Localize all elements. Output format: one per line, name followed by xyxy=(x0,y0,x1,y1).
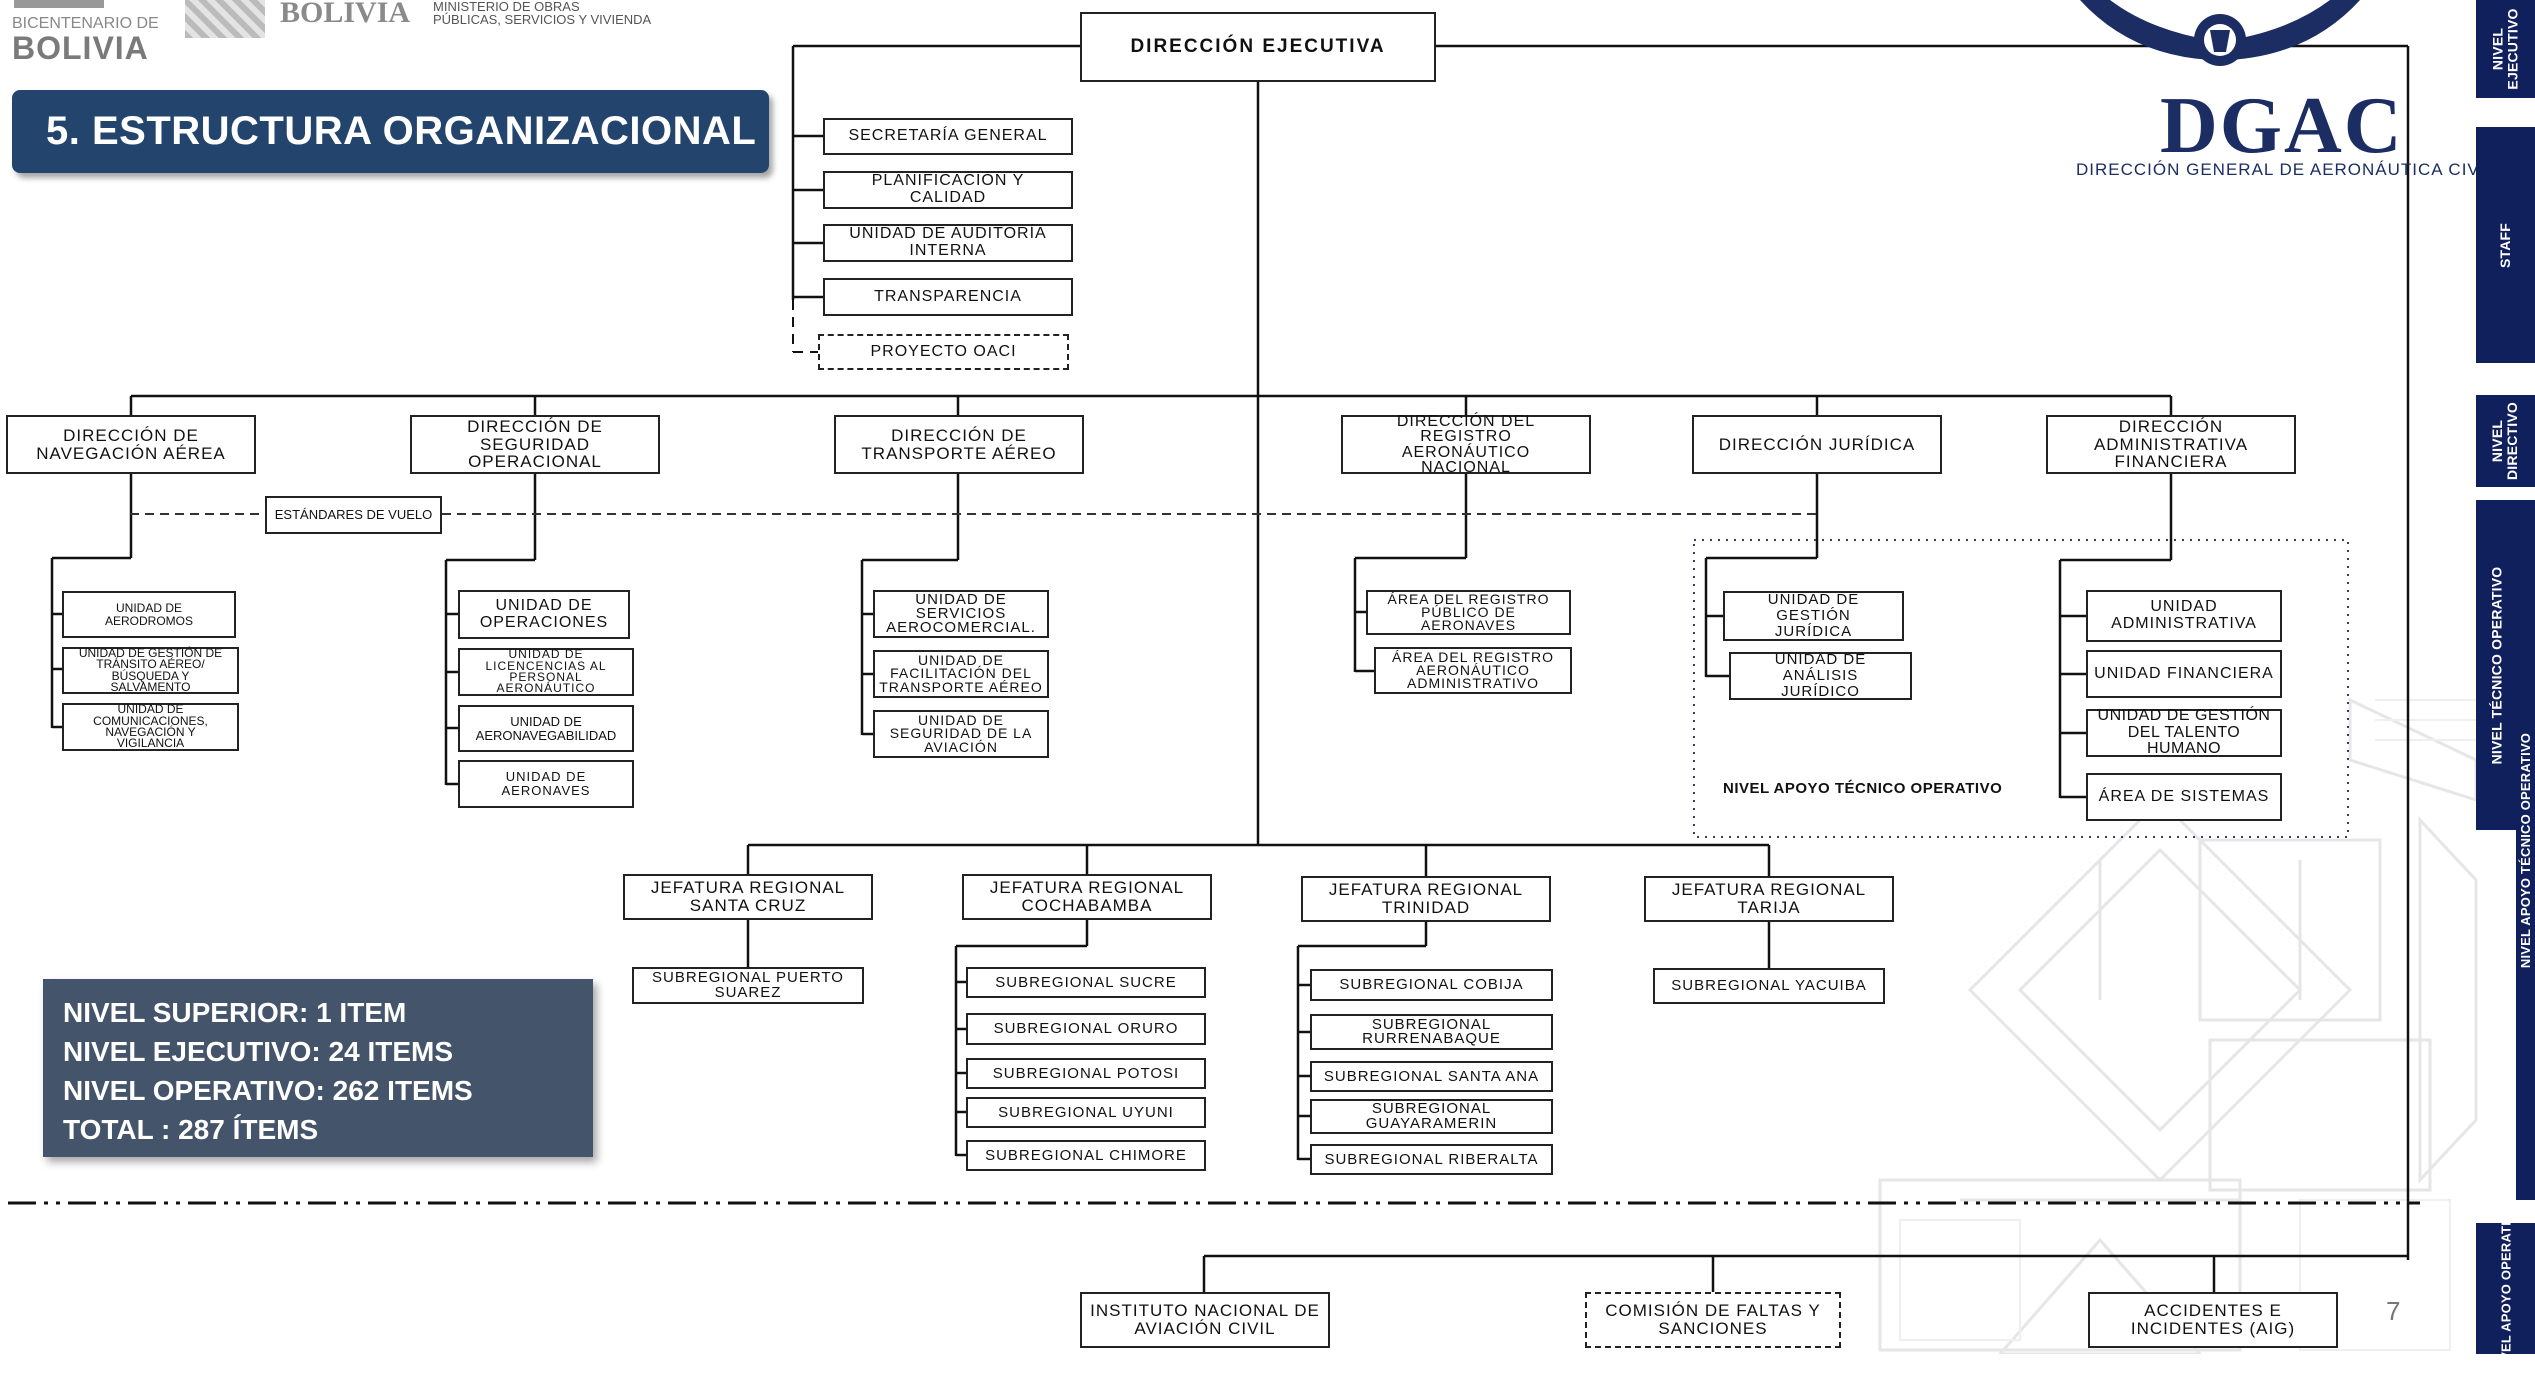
stat-nivel-superior: NIVEL SUPERIOR: 1 ITEM xyxy=(63,997,407,1028)
sub-uyuni: SUBREGIONAL UYUNI xyxy=(966,1097,1206,1128)
unit-gestion-juridica: UNIDAD DE GESTIÓN JURÍDICA xyxy=(1723,591,1904,641)
dir-juridica: DIRECCIÓN JURÍDICA xyxy=(1692,415,1942,474)
sub-rurrenabaque: SUBREGIONAL RURRENABAQUE xyxy=(1310,1014,1553,1050)
unit-operaciones: UNIDAD DE OPERACIONES xyxy=(458,590,630,639)
unit-aeronavegabilidad: UNIDAD DE AERONAVEGABILIDAD xyxy=(458,705,634,752)
dgac-full-name: DIRECCIÓN GENERAL DE AERONÁUTICA CIVIL xyxy=(2076,160,2476,179)
bolivia-shield-icon xyxy=(185,0,265,38)
stat-total: TOTAL : 287 ÍTEMS xyxy=(63,1114,319,1145)
sub-potosi: SUBREGIONAL POTOSI xyxy=(966,1058,1206,1089)
dir-administrativa-financiera: DIRECCIÓN ADMINISTRATIVA FINANCIERA xyxy=(2046,415,2296,474)
staff-auditoria: UNIDAD DE AUDITORÍA INTERNA xyxy=(823,224,1073,262)
dgac-acronym: DGAC xyxy=(2160,82,2404,170)
unit-talento-humano: UNIDAD DE GESTIÓN DEL TALENTO HUMANO xyxy=(2086,707,2282,757)
unit-servicios-aerocomercial: UNIDAD DE SERVICIOS AEROCOMERCIAL. xyxy=(873,590,1049,638)
staff-transparencia: TRANSPARENCIA xyxy=(823,278,1073,316)
dir-transporte-aereo: DIRECCIÓN DE TRANSPORTE AÉREO xyxy=(834,415,1084,474)
dir-seguridad-operacional: DIRECCIÓN DE SEGURIDAD OPERACIONAL xyxy=(410,415,660,474)
sub-oruro: SUBREGIONAL ORURO xyxy=(966,1013,1206,1045)
unit-seguridad-aviacion: UNIDAD DE SEGURIDAD DE LA AVIACIÓN xyxy=(873,710,1049,758)
sub-guayaramerin: SUBREGIONAL GUAYARAMERIN xyxy=(1310,1099,1553,1134)
estandares-de-vuelo: ESTÁNDARES DE VUELO xyxy=(265,496,442,534)
sub-puerto-suarez: SUBREGIONAL PUERTO SUAREZ xyxy=(632,967,864,1004)
area-registro-administrativo: ÁREA DEL REGISTRO AERONÁUTICO ADMINISTRA… xyxy=(1374,647,1572,694)
unit-administrativa: UNIDAD ADMINISTRATIVA xyxy=(2086,590,2282,642)
ministry-line-1: MINISTERIO DE OBRAS xyxy=(433,0,580,14)
sub-riberalta: SUBREGIONAL RIBERALTA xyxy=(1310,1144,1553,1175)
side-tab-nivel-ejecutivo[interactable]: NIVEL EJECUTIVO xyxy=(2476,0,2535,98)
page-title: 5. ESTRUCTURA ORGANIZACIONAL xyxy=(12,90,769,173)
staff-proyecto-oaci: PROYECTO OACI xyxy=(818,334,1069,370)
jefatura-santa-cruz: JEFATURA REGIONAL SANTA CRUZ xyxy=(623,874,873,920)
dgac-wings-icon xyxy=(2080,0,2360,66)
stat-nivel-operativo: NIVEL OPERATIVO: 262 ITEMS xyxy=(63,1075,473,1106)
ministry-line-2: PÚBLICAS, SERVICIOS Y VIVIENDA xyxy=(433,12,652,27)
sub-sucre: SUBREGIONAL SUCRE xyxy=(966,967,1206,998)
node-direccion-ejecutiva: DIRECCIÓN EJECUTIVA xyxy=(1080,12,1436,82)
staff-secretaria-general: SECRETARÍA GENERAL xyxy=(823,118,1073,155)
comision-faltas-sanciones: COMISIÓN DE FALTAS Y SANCIONES xyxy=(1585,1292,1841,1348)
unit-financiera: UNIDAD FINANCIERA xyxy=(2086,650,2282,698)
unit-comunicaciones: UNIDAD DE COMUNICACIONES, NAVEGACIÓN Y V… xyxy=(62,703,239,751)
unit-licencias: UNIDAD DE LICENCENCIAS AL PERSONAL AERON… xyxy=(458,648,634,696)
bicentenario-small-text: BICENTENARIO DE xyxy=(12,15,159,32)
side-tab-nivel-directivo[interactable]: NIVEL DIRECTIVO xyxy=(2476,395,2535,487)
side-tab-staff[interactable]: STAFF xyxy=(2476,127,2535,363)
bolivia-logo-text: BOLIVIA xyxy=(280,0,411,29)
jefatura-trinidad: JEFATURA REGIONAL TRINIDAD xyxy=(1301,876,1551,922)
area-sistemas: ÁREA DE SISTEMAS xyxy=(2086,773,2282,821)
side-tab-nivel-apoyo-tecnico-operativo[interactable]: NIVEL APOYO TÉCNICO OPERATIVO xyxy=(2516,500,2535,1200)
sub-santa-ana: SUBREGIONAL SANTA ANA xyxy=(1310,1061,1553,1092)
bicentenario-logo: BICENTENARIO DE BOLIVIA xyxy=(10,0,160,66)
unit-analisis-juridico: UNIDAD DE ANÁLISIS JURÍDICO xyxy=(1729,652,1912,700)
items-summary: NIVEL SUPERIOR: 1 ITEM NIVEL EJECUTIVO: … xyxy=(43,979,593,1157)
sub-chimore: SUBREGIONAL CHIMORE xyxy=(966,1140,1206,1171)
unit-gestion-transito: UNIDAD DE GESTIÓN DE TRÁNSITO AÉREO/ BÚS… xyxy=(62,647,239,694)
accidentes-incidentes: ACCIDENTES E INCIDENTES (AIG) xyxy=(2088,1292,2338,1348)
dir-registro-aeronautico: DIRECCIÓN DEL REGISTRO AERONÁUTICO NACIO… xyxy=(1341,414,1591,475)
unit-aerodromos: UNIDAD DE AERODROMOS xyxy=(62,591,236,638)
staff-planificacion: PLANIFICACIÓN Y CALIDAD xyxy=(823,171,1073,209)
jefatura-tarija: JEFATURA REGIONAL TARIJA xyxy=(1644,876,1894,922)
bicentenario-big-text: BOLIVIA xyxy=(12,30,149,66)
side-tab-nivel-apoyo-operativo[interactable]: NIVEL APOYO OPERATIVO xyxy=(2476,1203,2535,1374)
jefatura-cochabamba: JEFATURA REGIONAL COCHABAMBA xyxy=(962,874,1212,920)
instituto-aviacion-civil: INSTITUTO NACIONAL DE AVIACIÓN CIVIL xyxy=(1080,1292,1330,1348)
sub-cobija: SUBREGIONAL COBIJA xyxy=(1310,969,1553,1001)
sub-yacuiba: SUBREGIONAL YACUIBA xyxy=(1653,968,1885,1004)
page-number: 7 xyxy=(2386,1296,2401,1326)
stat-nivel-ejecutivo: NIVEL EJECUTIVO: 24 ITEMS xyxy=(63,1036,454,1067)
apoyo-label: NIVEL APOYO TÉCNICO OPERATIVO xyxy=(1723,780,2003,797)
unit-facilitacion: UNIDAD DE FACILITACIÓN DEL TRANSPORTE AÉ… xyxy=(873,650,1049,698)
side-tab-nivel-tecnico-operativo[interactable]: NIVEL TÉCNICO OPERATIVO xyxy=(2476,500,2518,830)
area-registro-publico: ÁREA DEL REGISTRO PÚBLICO DE AERONAVES xyxy=(1366,590,1571,635)
bicentenario-emblem-icon xyxy=(14,0,104,8)
unit-aeronaves: UNIDAD DE AERONAVES xyxy=(458,760,634,808)
dir-navegacion-aerea: DIRECCIÓN DE NAVEGACIÓN AÉREA xyxy=(6,415,256,474)
